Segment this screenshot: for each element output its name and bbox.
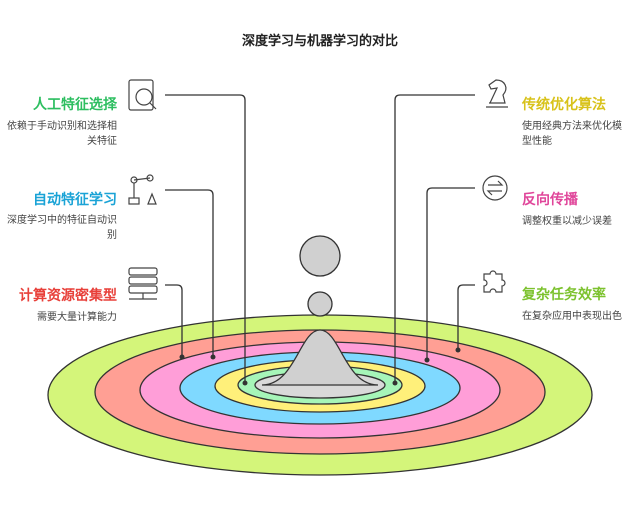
drop-large [299,235,341,277]
right-item-1-desc: 使用经典方法来优化模型性能 [522,121,622,147]
diagram-title: 深度学习与机器学习的对比 [241,34,398,49]
right-item-2-title: 反向传播 [522,192,578,208]
server-icon [128,267,158,300]
right-item-2-desc: 调整权重以减少误差 [522,216,612,227]
chess-knight-icon [486,79,508,108]
puzzle-icon [483,270,506,293]
left-item-2-title: 自动特征学习 [33,192,117,208]
drop-small [307,291,333,317]
left-item-3-title: 计算资源密集型 [19,288,117,304]
robot-arm-icon [128,174,157,205]
left-item-1-title: 人工特征选择 [33,97,117,113]
user-search-icon [128,79,157,111]
exchange-arrows-icon [482,175,508,201]
left-item-2-desc: 深度学习中的特征自动识别 [7,215,117,241]
peak [261,329,379,386]
right-item-3-title: 复杂任务效率 [522,287,606,303]
left-item-3-desc: 需要大量计算能力 [37,312,117,323]
right-item-3-desc: 在复杂应用中表现出色 [522,311,622,322]
left-item-1-desc: 依赖于手动识别和选择相关特征 [7,121,117,147]
right-item-1-title: 传统优化算法 [522,97,606,113]
